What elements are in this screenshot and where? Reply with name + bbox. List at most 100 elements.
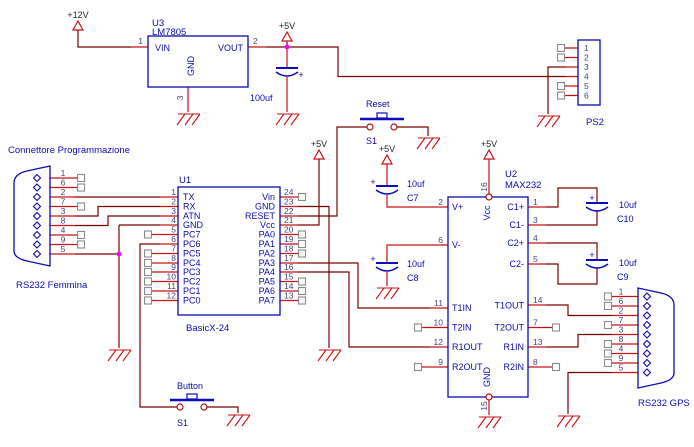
pin-stub [152,196,178,302]
cap-c8: + 10uf C8 [370,254,425,283]
u2-pin16-number: 16 [479,182,489,192]
terminal-square [603,358,613,368]
pin-stub [280,196,298,302]
wire-r1in-to-gps3 [546,333,612,348]
power-label-5v: +5V [481,139,497,149]
wire-c9-loop [546,242,598,285]
pin-stub [612,295,643,374]
u2-body [447,196,529,398]
power-label-5v: +5V [311,139,327,149]
db9-pin-contact [642,292,652,377]
u2-pin-name: C2- [509,259,524,269]
terminal-square [297,230,307,239]
wire-t1out-to-gps2 [546,304,612,317]
wire-u1pc6-to-button [139,243,177,408]
gps-pin-number: 4 [619,344,624,354]
wire-db9pin8-u1atn [75,215,160,227]
terminal-square [556,53,566,62]
gps-pin-number: 2 [619,306,624,316]
u3-pin2-number: 2 [253,36,258,46]
u1-pin-name: PA1 [259,239,275,249]
capacitor-plus-sign: + [589,193,594,203]
c10-ref: C10 [617,214,634,224]
u2-max232: U2 MAX232 16 Vcc GND 15 2 6 11 10 12 9 V… [413,169,561,411]
u1-pin-number: 20 [284,225,294,235]
terminal-square [556,91,566,100]
u1-pin-number: 17 [284,253,294,263]
terminal-square [603,292,613,301]
u2-pin-name: C1+ [507,202,524,212]
pin-stub [565,47,578,97]
capacitor-plus-sign: + [589,250,594,260]
u1-pin-name: RESET [245,211,276,221]
gps-pin-number: 7 [619,315,624,325]
wire-vout-to-junction [266,41,288,48]
terminal-square [143,277,153,286]
reset-switch: Reset S1 [360,99,404,146]
capacitor-curved-plate [585,206,609,212]
terminal-square [556,81,566,91]
db9-pin-number: 8 [61,216,66,226]
c7-value: 10uf [407,179,425,189]
u1-pin-name: RX [183,202,196,212]
gps-pin-number: 5 [619,363,624,373]
u3-pin-vout-label: VOUT [218,43,244,53]
ps2-pin-number: 6 [584,91,589,101]
u2-pin-number: 7 [533,318,538,328]
u1-pin-name: Vcc [260,220,276,230]
reset-switch-ref: S1 [366,136,377,146]
u3-pin3-number: 3 [175,95,185,100]
u2-pin-number: 10 [434,318,444,328]
u2-pin-name: T1IN [452,303,472,313]
power-triangle-icon [380,153,394,165]
power-flag-12v: +12V [67,10,89,31]
push-button-switch: Button S1 [170,381,214,428]
u2-ref: U2 [505,169,517,180]
u2-pin-name: R2OUT [452,362,483,372]
terminal-square [143,258,153,268]
terminal-square [76,230,86,240]
u3-part: LM7805 [152,27,186,38]
wire-u1vcc-to-5v [298,159,320,226]
terminal-square [603,301,613,311]
db9-pin-number: 9 [61,235,66,245]
terminal-square [297,239,307,249]
junction-dot [284,44,290,50]
u1-pin-name: PA5 [259,277,275,287]
gps-pin-number: 6 [619,296,624,306]
ground-symbols [107,113,581,429]
terminal-square [76,173,86,183]
wire-5v-rail-to-ps2 [287,46,566,78]
u1-pin-name: PA4 [259,267,275,277]
programming-connector-title: Connettore Programmazione [8,145,130,156]
ground-symbol [176,113,201,126]
gps-pin-number: 3 [619,325,624,335]
terminal-square [556,43,566,53]
ps2-pin-number: 1 [584,43,589,53]
u1-pin-name: PA2 [259,249,275,259]
u2-pin-number: 11 [434,298,443,308]
u1-body [177,186,281,316]
u2-pin-number: 12 [434,337,444,347]
power-flag-5v-u2: +5V [481,139,497,160]
u1-pin-number: 13 [284,291,294,301]
u3-pin-vin-label: VIN [155,43,170,53]
u1-pin-name: PC5 [183,249,201,259]
terminal-square [76,183,86,192]
u2-pin-name: R1IN [503,342,524,352]
wire-u1gnd23-to-ground [298,205,330,348]
terminal-square [551,362,561,372]
u1-pin-number: 22 [284,206,294,216]
programming-connector-label: RS232 Femmina [16,280,88,291]
ground-symbol [477,416,502,429]
u2-pin-name: T2IN [452,323,472,333]
terminal-square [413,323,423,332]
db9-pin-contact [32,173,42,259]
cap-c9: + 10uf C9 [585,250,637,282]
ps2-pin-number: 2 [584,53,589,63]
switch-terminal [176,403,184,411]
u2-pin-number: 6 [438,235,443,245]
u1-pin-name: PA0 [259,230,275,240]
